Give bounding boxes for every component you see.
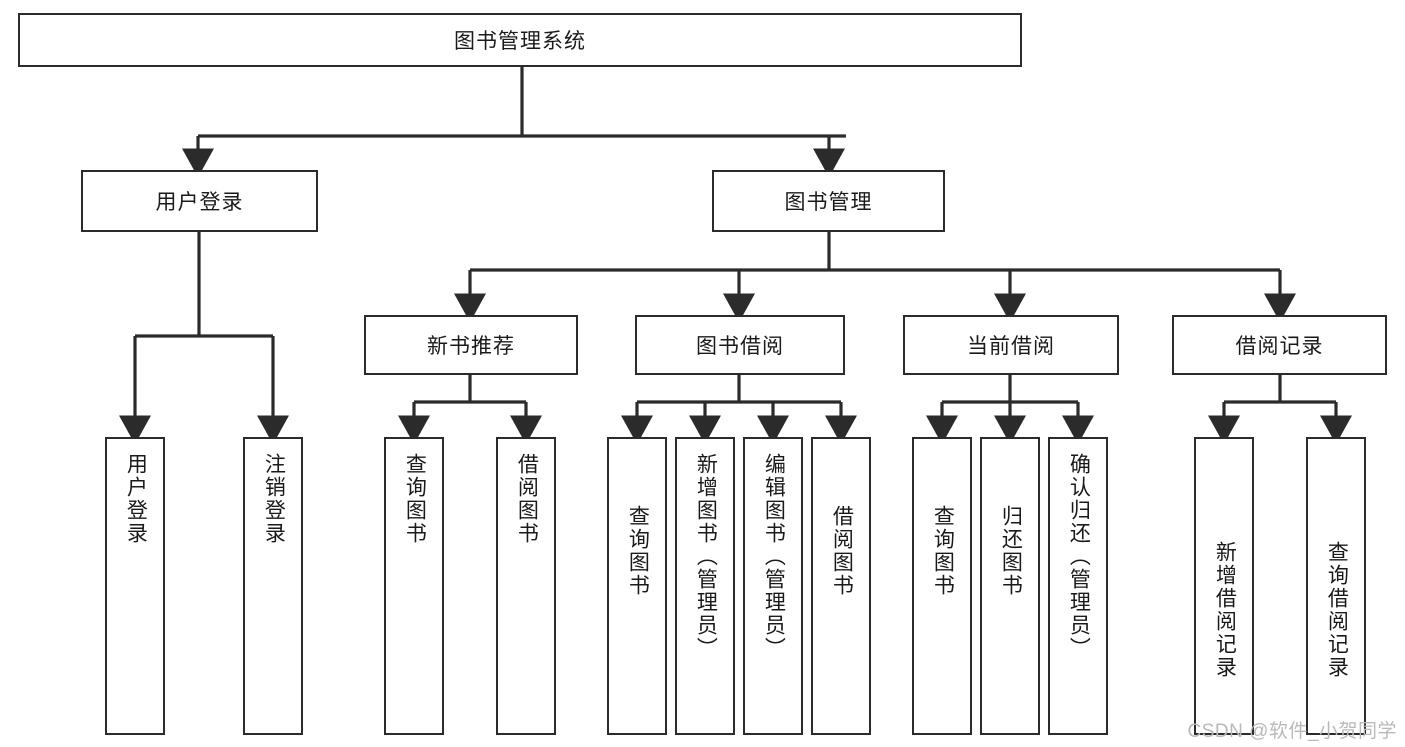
node-label: 图书管理系统 bbox=[454, 30, 586, 53]
node-label: 图书管理 bbox=[784, 191, 873, 214]
node-label: 查询图书 bbox=[626, 505, 650, 597]
leaf-borrow-borrow-book[interactable]: 借阅图书 bbox=[811, 437, 871, 735]
node-label: 当前借阅 bbox=[967, 335, 1055, 358]
leaf-recommend-borrow-book[interactable]: 借阅图书 bbox=[496, 437, 556, 735]
leaf-current-confirm-return[interactable]: 确认归还（管理员） bbox=[1048, 437, 1108, 735]
node-label: 查询借阅记录 bbox=[1325, 541, 1349, 679]
leaf-recommend-query-book[interactable]: 查询图书 bbox=[384, 437, 444, 735]
leaf-records-query-record[interactable]: 查询借阅记录 bbox=[1306, 437, 1366, 735]
node-label: 用户登录 bbox=[124, 453, 148, 545]
node-label: 注销登录 bbox=[262, 453, 286, 545]
leaf-current-query-book[interactable]: 查询图书 bbox=[912, 437, 972, 735]
leaf-borrow-query-book[interactable]: 查询图书 bbox=[607, 437, 667, 735]
leaf-current-return-book[interactable]: 归还图书 bbox=[980, 437, 1040, 735]
node-label: 归还图书 bbox=[999, 505, 1023, 597]
node-book-management[interactable]: 图书管理 bbox=[712, 170, 945, 232]
leaf-user-login-login[interactable]: 用户登录 bbox=[105, 437, 165, 735]
leaf-borrow-edit-book[interactable]: 编辑图书（管理员） bbox=[743, 437, 803, 735]
node-label: 借阅记录 bbox=[1235, 335, 1324, 358]
node-label: 用户登录 bbox=[155, 191, 244, 214]
node-root-system[interactable]: 图书管理系统 bbox=[18, 13, 1022, 67]
leaf-user-login-logout[interactable]: 注销登录 bbox=[243, 437, 303, 735]
node-label: 新书推荐 bbox=[427, 335, 515, 358]
node-label: 图书借阅 bbox=[696, 335, 784, 358]
watermark-text: CSDN @软件_小贺同学 bbox=[1187, 721, 1397, 742]
node-label: 新增图书（管理员） bbox=[694, 453, 718, 660]
node-label: 确认归还（管理员） bbox=[1067, 453, 1091, 660]
leaf-records-add-record[interactable]: 新增借阅记录 bbox=[1194, 437, 1254, 735]
node-label: 编辑图书（管理员） bbox=[762, 453, 786, 660]
node-label: 新增借阅记录 bbox=[1213, 541, 1237, 679]
node-borrow-records[interactable]: 借阅记录 bbox=[1172, 315, 1387, 375]
node-user-login[interactable]: 用户登录 bbox=[81, 170, 318, 232]
node-label: 借阅图书 bbox=[830, 505, 854, 597]
node-current-borrow[interactable]: 当前借阅 bbox=[903, 315, 1119, 375]
node-label: 借阅图书 bbox=[515, 453, 539, 545]
node-label: 查询图书 bbox=[403, 453, 427, 545]
node-label: 查询图书 bbox=[931, 505, 955, 597]
node-book-borrow[interactable]: 图书借阅 bbox=[635, 315, 845, 375]
node-new-book-recommend[interactable]: 新书推荐 bbox=[364, 315, 578, 375]
leaf-borrow-add-book[interactable]: 新增图书（管理员） bbox=[675, 437, 735, 735]
